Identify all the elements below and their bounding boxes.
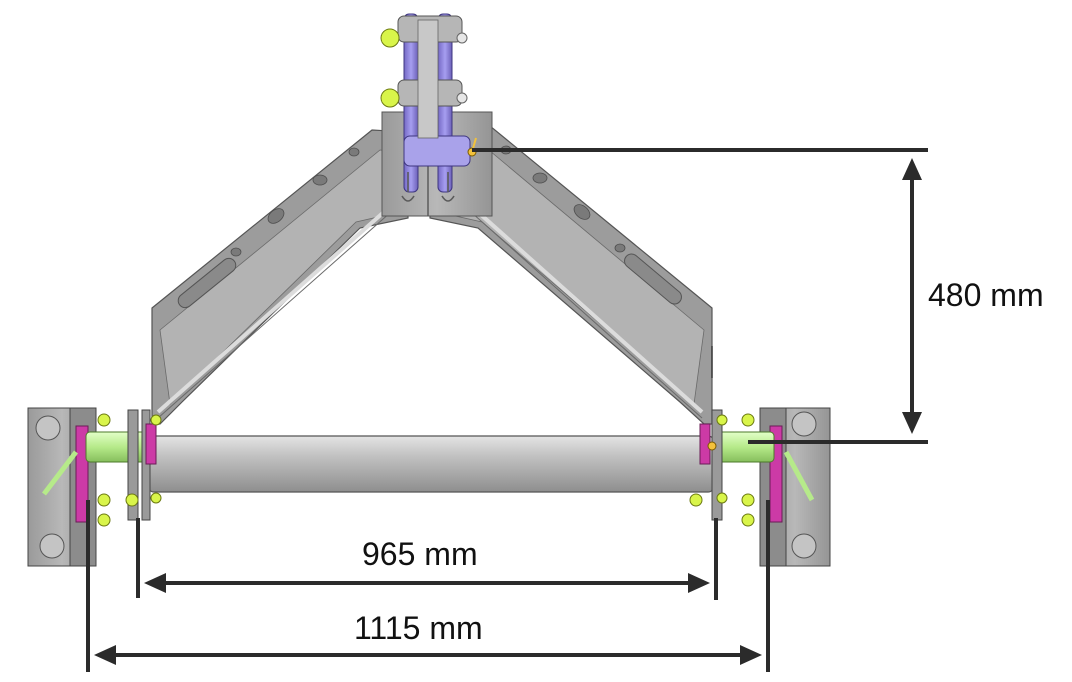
height-dimension-label: 480 mm (928, 277, 1044, 313)
dimension-inner-width (136, 518, 718, 600)
top-link-icon (397, 13, 471, 193)
right-end-assembly (689, 407, 831, 567)
inner-width-dimension-label: 965 mm (362, 536, 478, 572)
bolt-icon (380, 28, 468, 108)
a-frame (151, 111, 713, 425)
cross-tube (147, 435, 715, 493)
outer-width-dimension-label: 1115 mm (354, 610, 483, 646)
left-end-assembly (27, 407, 162, 567)
hook-icon (401, 172, 455, 202)
dimension-height (472, 148, 928, 444)
dimension-outer-width (86, 500, 770, 672)
